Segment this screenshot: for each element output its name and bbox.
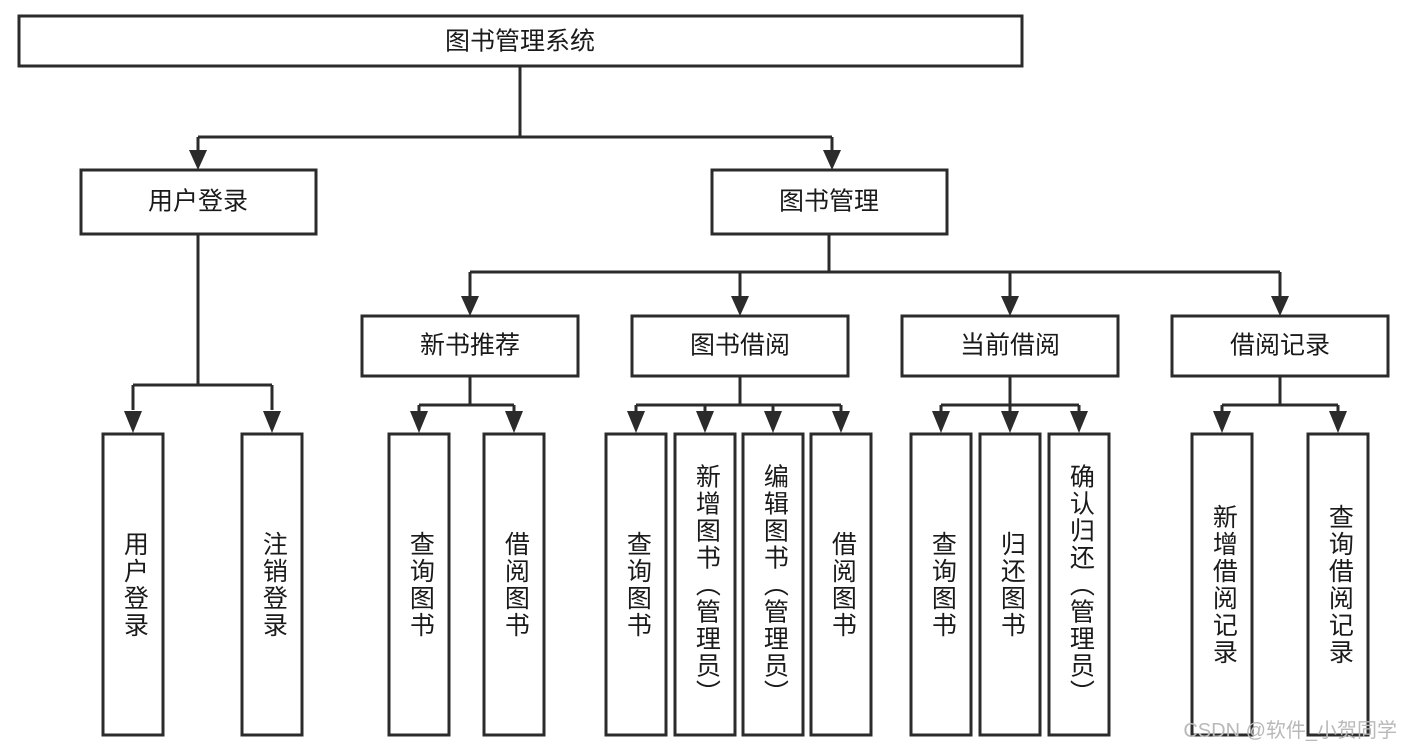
user-login-box[interactable] (79, 168, 318, 236)
node-leaf-borrow-book-1[interactable]: 借阅图书 (482, 432, 546, 737)
leaf-return-book-label: 归还图书 (997, 531, 1026, 639)
arrowhead-book-borrow (731, 296, 749, 316)
leaf-query-book-1-box[interactable] (387, 432, 451, 737)
leaf-query-record-box[interactable] (1306, 432, 1370, 737)
leaf-edit-book-label: 编辑图书（管理员） (760, 464, 789, 707)
edge-userlogin-trunk (131, 234, 274, 410)
arrowhead-leaf-return-book (1001, 411, 1019, 433)
current-borrow-label: 当前借阅 (960, 332, 1060, 360)
leaf-borrow-book-1-box[interactable] (482, 432, 546, 737)
book-borrow-box[interactable] (630, 314, 850, 378)
connector-layer (124, 66, 1347, 433)
arrowhead-leaf-add-record (1213, 411, 1231, 433)
new-book-recommend-label: 新书推荐 (420, 332, 520, 360)
book-manage-box[interactable] (710, 168, 949, 236)
leaf-query-book-3-box[interactable] (909, 432, 973, 737)
current-borrow-box[interactable] (900, 314, 1120, 378)
leaf-confirm-return-label: 确认归还（管理员） (1066, 464, 1095, 707)
node-root[interactable]: 图书管理系统 (17, 14, 1024, 68)
leaf-add-book-box[interactable] (673, 432, 737, 737)
edge-bookmanage-trunk (468, 234, 1282, 300)
node-book-borrow[interactable]: 图书借阅 (630, 314, 850, 378)
leaf-borrow-book-2-box[interactable] (809, 432, 873, 737)
arrowhead-leaf-borrow-book-2 (832, 411, 850, 433)
arrowhead-leaf-user-logout (263, 411, 281, 433)
borrow-record-label: 借阅记录 (1230, 332, 1330, 360)
leaf-query-book-1-label: 查询图书 (406, 531, 435, 639)
leaf-return-book-box[interactable] (978, 432, 1042, 737)
arrowhead-leaf-query-record (1329, 411, 1347, 433)
leaf-query-record-label: 查询借阅记录 (1325, 504, 1354, 666)
root-box[interactable] (17, 14, 1024, 68)
node-book-manage[interactable]: 图书管理 (710, 168, 949, 236)
leaf-query-book-2-box[interactable] (604, 432, 668, 737)
edge-bookborrow-trunk (634, 376, 843, 415)
leaf-borrow-book-2-label: 借阅图书 (828, 531, 857, 639)
node-borrow-record[interactable]: 借阅记录 (1170, 314, 1390, 378)
leaf-query-book-2-label: 查询图书 (623, 531, 652, 639)
arrowhead-leaf-borrow-book-1 (505, 411, 523, 433)
node-leaf-add-book[interactable]: 新增图书（管理员） (673, 432, 737, 737)
leaf-user-logout-box[interactable] (240, 432, 304, 737)
leaf-confirm-return-box[interactable] (1047, 432, 1111, 737)
node-leaf-user-login[interactable]: 用户登录 (101, 432, 165, 737)
book-borrow-label: 图书借阅 (690, 332, 790, 360)
arrowhead-leaf-query-book-1 (410, 411, 428, 433)
node-leaf-add-record[interactable]: 新增借阅记录 (1190, 432, 1254, 737)
node-leaf-query-record[interactable]: 查询借阅记录 (1306, 432, 1370, 737)
edge-newbook-trunk (417, 376, 516, 415)
leaf-edit-book-box[interactable] (741, 432, 805, 737)
user-login-label: 用户登录 (148, 188, 248, 216)
leaf-add-book-label: 新增图书（管理员） (692, 464, 721, 707)
arrowhead-leaf-query-book-2 (627, 411, 645, 433)
new-book-recommend-box[interactable] (360, 314, 580, 378)
node-leaf-return-book[interactable]: 归还图书 (978, 432, 1042, 737)
arrowhead-leaf-user-login (124, 411, 142, 433)
edge-root-to-level2-trunk (196, 66, 834, 155)
leaf-add-record-label: 新增借阅记录 (1209, 504, 1238, 666)
edge-currentborrow-trunk (939, 376, 1081, 415)
arrowhead-current-borrow (1001, 296, 1019, 316)
node-user-login[interactable]: 用户登录 (79, 168, 318, 236)
leaf-add-record-box[interactable] (1190, 432, 1254, 737)
root-label: 图书管理系统 (445, 28, 595, 56)
arrowhead-leaf-confirm-return (1070, 411, 1088, 433)
leaf-user-logout-label: 注销登录 (259, 531, 288, 639)
edge-borrowrecord-trunk (1220, 376, 1340, 415)
node-leaf-query-book-2[interactable]: 查询图书 (604, 432, 668, 737)
arrowhead-new-book-recommend (461, 296, 479, 316)
arrowhead-book-manage (823, 150, 841, 170)
leaf-user-login-box[interactable] (101, 432, 165, 737)
leaf-borrow-book-1-label: 借阅图书 (501, 531, 530, 639)
node-leaf-user-logout[interactable]: 注销登录 (240, 432, 304, 737)
arrowhead-leaf-edit-book (764, 411, 782, 433)
node-leaf-query-book-3[interactable]: 查询图书 (909, 432, 973, 737)
node-leaf-borrow-book-2[interactable]: 借阅图书 (809, 432, 873, 737)
arrowhead-leaf-add-book (696, 411, 714, 433)
node-new-book-recommend[interactable]: 新书推荐 (360, 314, 580, 378)
node-leaf-query-book-1[interactable]: 查询图书 (387, 432, 451, 737)
node-leaf-edit-book[interactable]: 编辑图书（管理员） (741, 432, 805, 737)
leaf-query-book-3-label: 查询图书 (928, 531, 957, 639)
arrowhead-borrow-record (1271, 296, 1289, 316)
arrowhead-user-login (189, 150, 207, 170)
borrow-record-box[interactable] (1170, 314, 1390, 378)
leaf-user-login-label: 用户登录 (120, 531, 149, 639)
node-leaf-confirm-return[interactable]: 确认归还（管理员） (1047, 432, 1111, 737)
arrowhead-leaf-query-book-3 (932, 411, 950, 433)
book-manage-label: 图书管理 (779, 188, 879, 216)
node-current-borrow[interactable]: 当前借阅 (900, 314, 1120, 378)
